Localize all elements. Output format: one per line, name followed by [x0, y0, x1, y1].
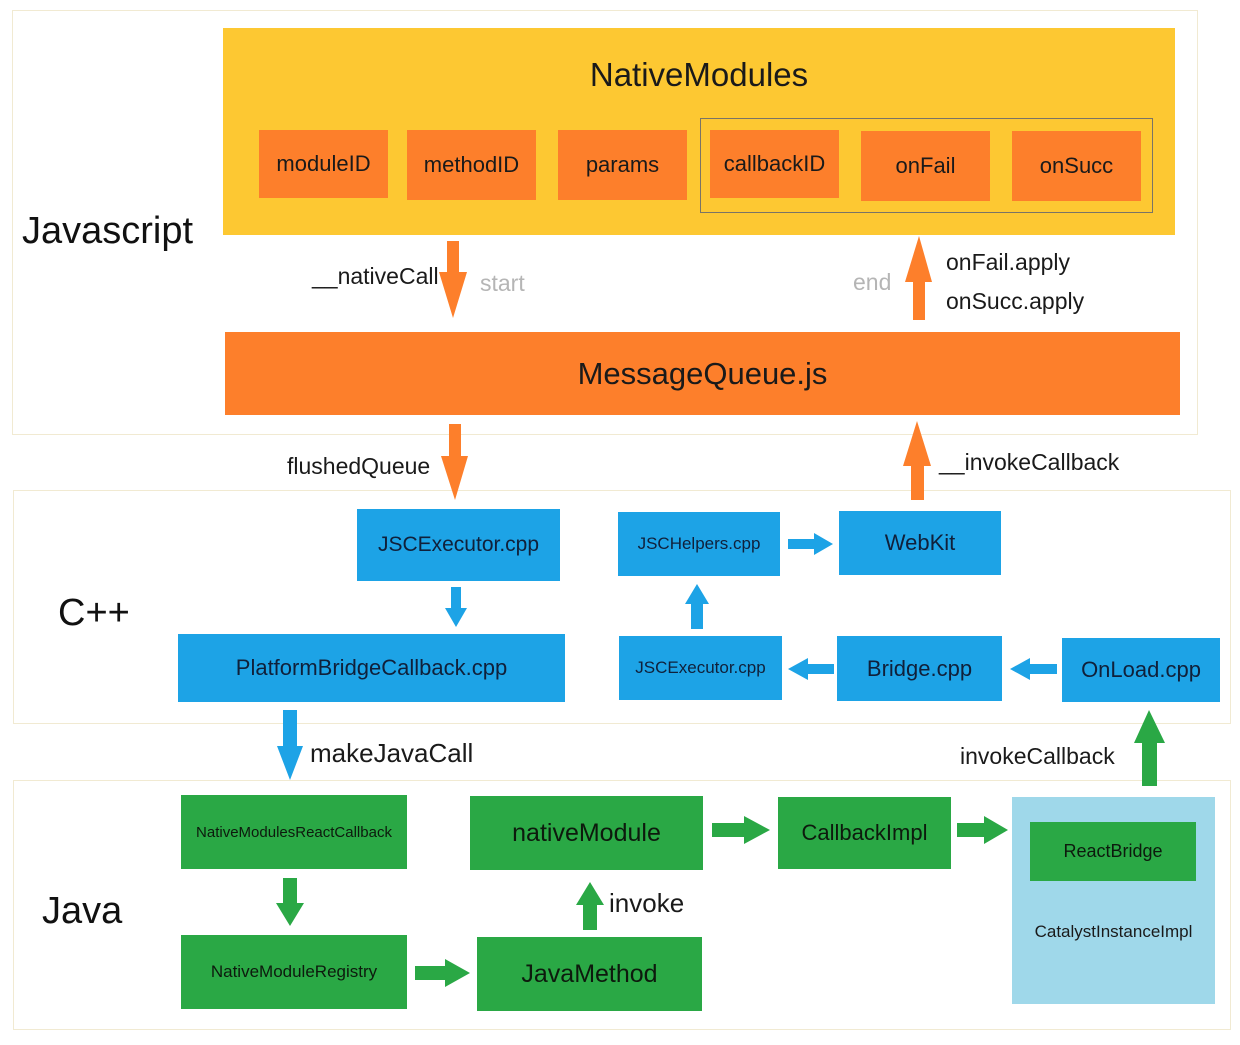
- javascript-layer-label: Javascript: [22, 210, 194, 252]
- jsc-helpers-cpp: JSCHelpers.cpp: [618, 512, 780, 576]
- field-callback-id: callbackID: [710, 130, 839, 198]
- native-module: nativeModule: [470, 796, 703, 870]
- message-queue-js: MessageQueue.js: [225, 332, 1180, 415]
- callback-impl: CallbackImpl: [778, 797, 951, 869]
- native-module-registry: NativeModuleRegistry: [181, 935, 407, 1009]
- native-modules-react-callback: NativeModulesReactCallback: [181, 795, 407, 869]
- field-params: params: [558, 130, 687, 200]
- label-invoke: invoke: [609, 888, 685, 918]
- jsc-executor-cpp-top: JSCExecutor.cpp: [357, 509, 560, 581]
- java-layer-label: Java: [42, 890, 123, 932]
- label-end: end: [853, 269, 892, 295]
- platform-bridge-callback-cpp: PlatformBridgeCallback.cpp: [178, 634, 565, 702]
- field-method-id: methodID: [407, 130, 536, 200]
- label-on-fail-apply: onFail.apply: [946, 249, 1071, 275]
- native-modules-title: NativeModules: [589, 56, 809, 93]
- label-start: start: [480, 270, 525, 296]
- arrow-flushed-queue: [441, 424, 468, 500]
- cpp-layer-label: C++: [58, 592, 130, 634]
- react-bridge: ReactBridge: [1030, 822, 1196, 881]
- onload-cpp: OnLoad.cpp: [1062, 638, 1220, 702]
- label-flushed-queue: flushedQueue: [287, 453, 431, 479]
- field-on-fail: onFail: [861, 131, 990, 201]
- webkit: WebKit: [839, 511, 1001, 575]
- jsc-executor-cpp-bottom: JSCExecutor.cpp: [619, 636, 782, 700]
- label-invoke-callback-js: __invokeCallback: [939, 449, 1120, 475]
- java-method: JavaMethod: [477, 937, 702, 1011]
- field-module-id: moduleID: [259, 130, 388, 198]
- label-native-call: __nativeCall: [312, 263, 439, 289]
- callback-fields-group: [700, 118, 1153, 213]
- label-invoke-callback: invokeCallback: [960, 743, 1115, 769]
- label-on-succ-apply: onSucc.apply: [946, 288, 1085, 314]
- catalyst-instance-impl-label: CatalystInstanceImpl: [1034, 922, 1193, 941]
- label-make-java-call: makeJavaCall: [310, 738, 474, 768]
- field-on-succ: onSucc: [1012, 131, 1141, 201]
- bridge-cpp: Bridge.cpp: [837, 636, 1002, 701]
